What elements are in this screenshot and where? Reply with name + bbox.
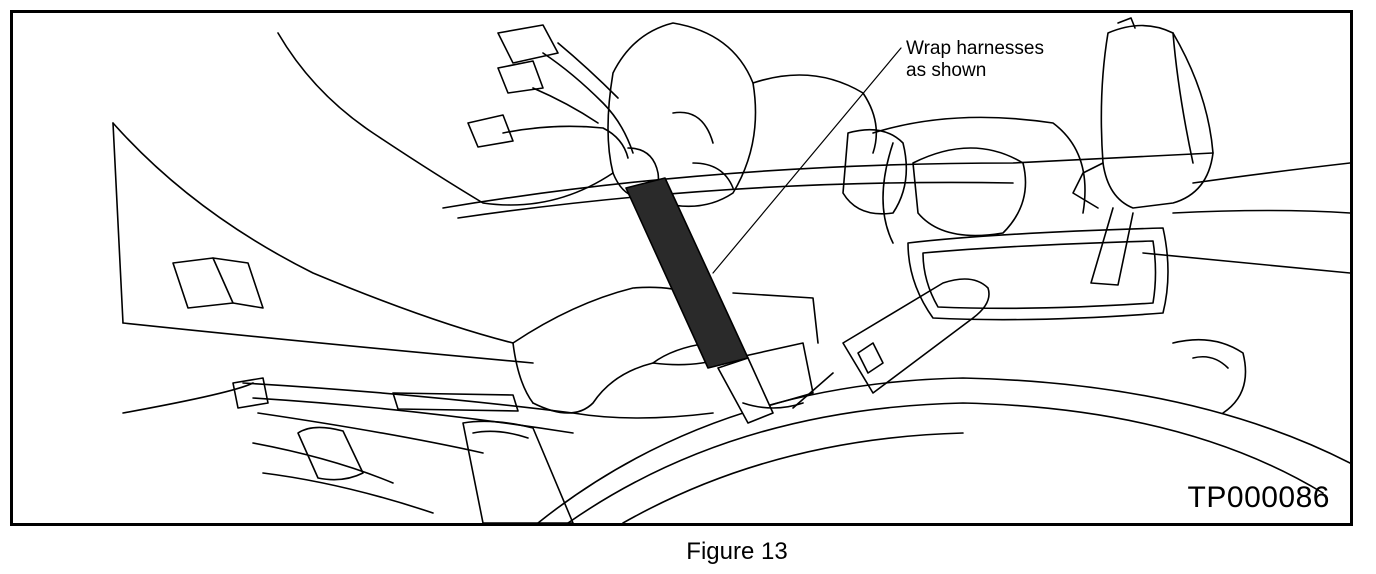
figure-id-label: TP000086: [1187, 481, 1330, 514]
parking-brake-lever: [792, 278, 990, 409]
diagram-frame: Wrap harnesses as shown TP000086: [10, 10, 1353, 526]
harness-tape: [625, 177, 804, 424]
lower-harness-bundle: [232, 292, 819, 523]
upper-hand: [277, 22, 878, 208]
harness-connectors: [467, 24, 634, 159]
callout-leader-line: [712, 47, 902, 274]
harness-wrapping-illustration: [112, 17, 1350, 523]
shift-lever: [907, 17, 1214, 321]
console-arc: [537, 338, 1350, 523]
figure-caption: Figure 13: [686, 538, 788, 565]
callout-label: Wrap harnesses as shown: [906, 38, 1044, 81]
